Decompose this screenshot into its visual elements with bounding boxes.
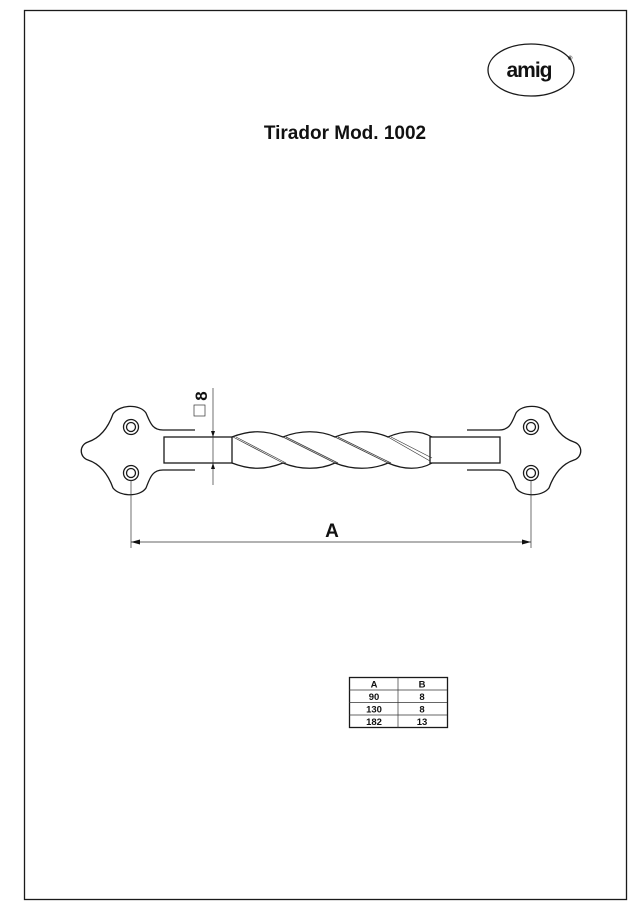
svg-text:8: 8 bbox=[419, 705, 424, 716]
svg-text:amig: amig bbox=[506, 59, 551, 82]
amig-logo: amig ® bbox=[487, 43, 575, 97]
svg-text:A: A bbox=[325, 521, 339, 542]
svg-text:8: 8 bbox=[419, 692, 424, 703]
square-section-icon bbox=[193, 404, 206, 417]
svg-text:B: B bbox=[419, 680, 426, 691]
section-dimension: 8 bbox=[192, 388, 215, 485]
svg-text:A: A bbox=[371, 680, 378, 691]
dimensions-table: A B 90 8 130 8 182 13 bbox=[348, 676, 449, 729]
svg-text:13: 13 bbox=[417, 717, 428, 728]
page-title: Tirador Mod. 1002 bbox=[264, 123, 426, 144]
svg-text:90: 90 bbox=[369, 692, 380, 703]
sheet-frame bbox=[23, 9, 628, 901]
left-mounting-plate bbox=[80, 405, 195, 496]
svg-text:130: 130 bbox=[366, 705, 382, 716]
length-dimension: A bbox=[130, 480, 532, 548]
svg-text:®: ® bbox=[568, 55, 573, 62]
svg-text:8: 8 bbox=[192, 391, 211, 400]
twisted-bar bbox=[163, 431, 501, 469]
svg-text:182: 182 bbox=[366, 717, 382, 728]
handle-drawing bbox=[80, 405, 582, 496]
